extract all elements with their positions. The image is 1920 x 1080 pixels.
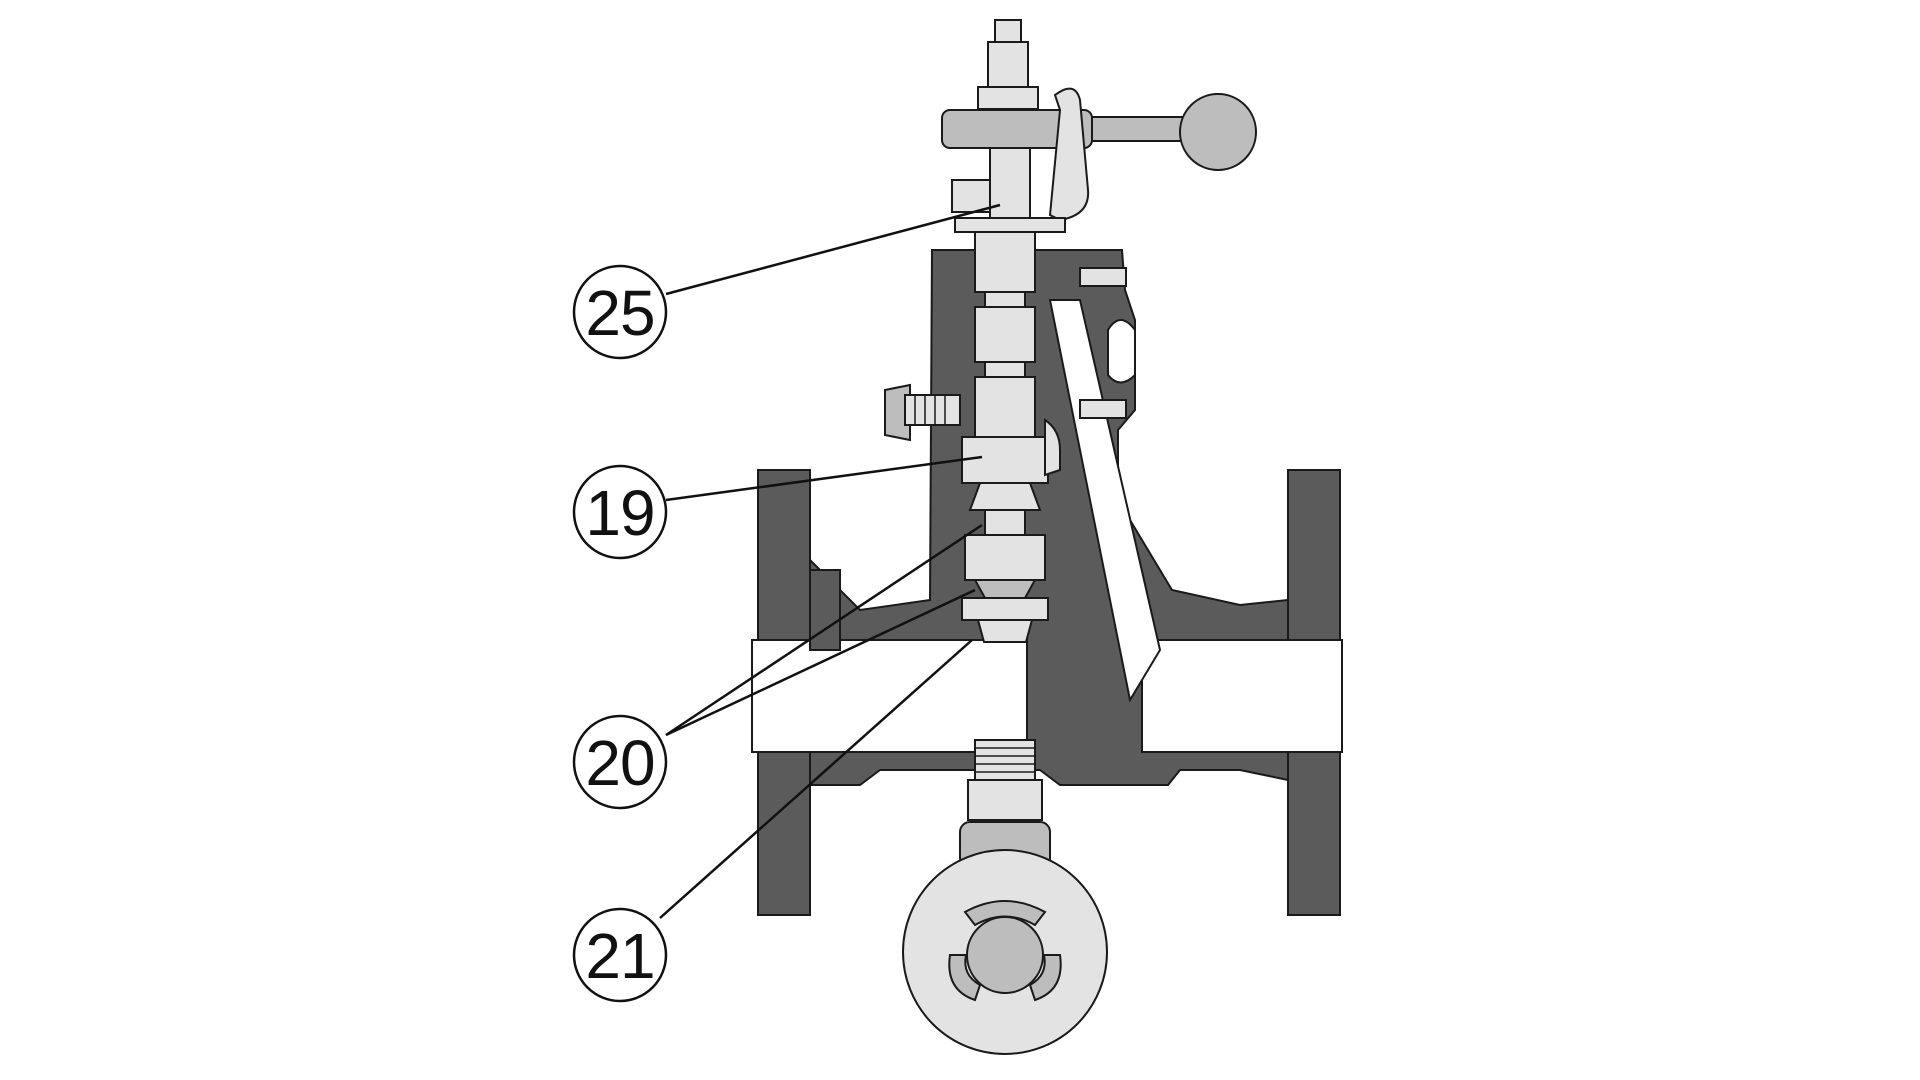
- seat-ring: [961, 597, 1049, 621]
- drain-cap-wing-right: [1028, 954, 1062, 1002]
- stem-assembly: [941, 19, 1257, 643]
- diagonal-passage: [1048, 299, 1162, 703]
- bonnet-threaded-holes: [1079, 267, 1127, 419]
- leader-21: [659, 639, 973, 919]
- stem-segment-2: [974, 306, 1036, 363]
- packing-19: [961, 436, 1049, 484]
- drain-thread: [974, 739, 1036, 781]
- stem-side-lug: [1044, 418, 1061, 477]
- right-bore: [1141, 639, 1343, 753]
- leader-20b: [665, 588, 976, 737]
- drain-cap-wing-left: [948, 954, 982, 1002]
- valve-body: [751, 249, 1343, 916]
- drain-cap-wing-top: [963, 900, 1047, 927]
- side-plug: [884, 383, 961, 442]
- leader-19: [665, 455, 983, 502]
- stem-segment-3: [974, 376, 1036, 438]
- callout-label: 21: [585, 920, 654, 992]
- disc-21: [976, 619, 1034, 643]
- packing-ring: [968, 482, 1042, 511]
- callout-bubble: [572, 714, 668, 810]
- left-bore: [751, 639, 1028, 753]
- gland-plate: [954, 217, 1066, 233]
- stem-upper: [989, 147, 1031, 219]
- stem-neck-3: [984, 509, 1026, 536]
- lever-ball: [1179, 93, 1257, 171]
- callout-bubble: [572, 264, 668, 360]
- leader-25: [665, 203, 1001, 296]
- drain-hex: [967, 779, 1043, 821]
- callout-bubble: [572, 907, 668, 1003]
- spindle-tip: [994, 19, 1022, 43]
- stem-neck-1: [984, 291, 1026, 308]
- bottom-drain-assembly: [902, 739, 1108, 1055]
- upper-cavity: [1107, 319, 1136, 384]
- stem-segment-1: [974, 231, 1036, 293]
- callout-label: 19: [585, 477, 654, 549]
- leader-20a: [665, 523, 983, 737]
- callout-25: 25: [572, 264, 668, 360]
- callout-bubble: [572, 464, 668, 560]
- gland-left: [951, 179, 993, 213]
- stem-neck-2: [984, 361, 1026, 378]
- leader-lines: [659, 203, 1001, 919]
- callout-label: 20: [585, 727, 654, 799]
- callout-19: 19: [572, 464, 668, 560]
- latch: [1048, 87, 1090, 222]
- seat-20b: [973, 579, 1037, 599]
- callout-label: 25: [585, 277, 654, 349]
- callout-21: 21: [572, 907, 668, 1003]
- left-flange-shoulder: [809, 569, 841, 651]
- spindle: [987, 41, 1029, 88]
- seat-20a: [964, 534, 1046, 581]
- callout-20: 20: [572, 714, 668, 810]
- drain-cap-center: [966, 916, 1044, 994]
- top-nut: [977, 86, 1039, 110]
